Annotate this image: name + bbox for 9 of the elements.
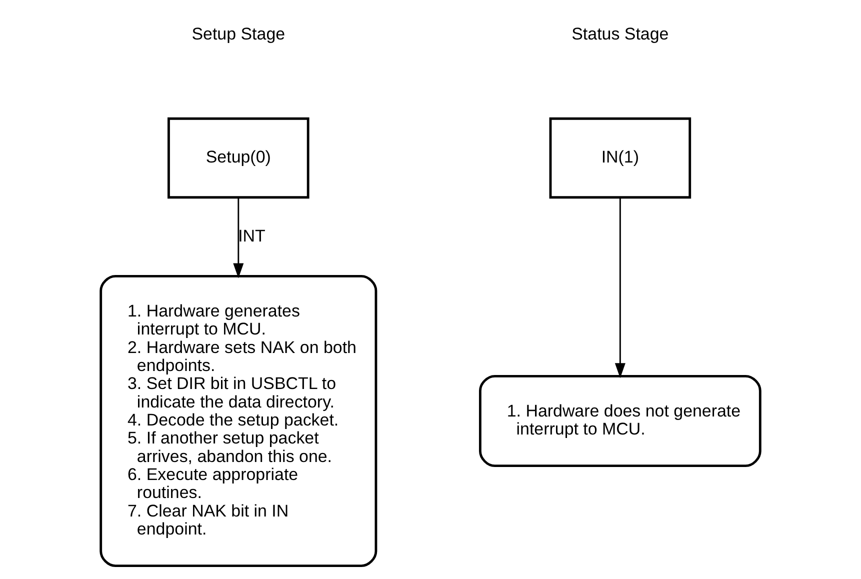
node-box: 1. Hardware does not generate interrupt to MCU.	[478, 374, 762, 468]
node-box: 1. Hardware generates interrupt to MCU. 2. Hardware sets NAK on both endpoints. 3. Set DIR bit in USBCTL to indicate the data directory. 4. Decode the setup packet. 5. If another setup packet arrives, abandon this one. 6. Execute appropriate routines. 7. Clear NAK bit in IN endpoint.	[100, 274, 378, 568]
label: Status Stage	[572, 24, 669, 44]
edge-label: INT	[238, 226, 266, 246]
node-box: Setup(0)	[168, 117, 310, 199]
arrow	[614, 198, 626, 378]
arrow	[233, 198, 244, 278]
label: Setup Stage	[192, 24, 286, 44]
node-box: IN(1)	[549, 117, 692, 199]
